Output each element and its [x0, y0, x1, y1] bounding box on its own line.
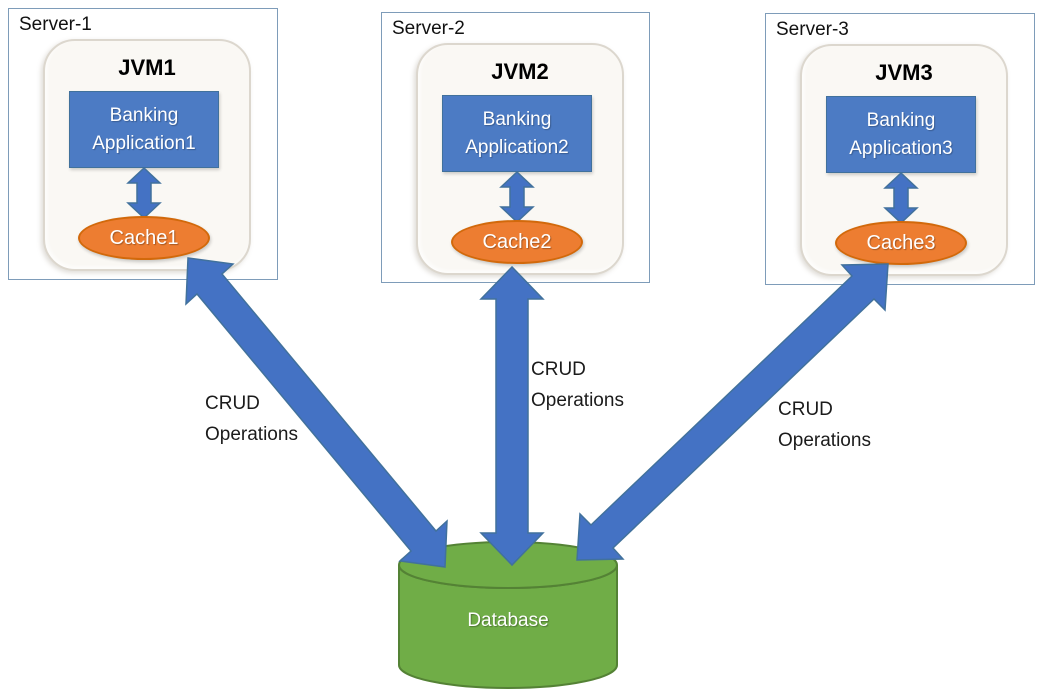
crud-label-3-line2: Operations — [778, 430, 871, 451]
crud-operations-label-2: CRUD Operations — [531, 354, 624, 416]
banking-app-2-box: Banking Application2 — [442, 95, 592, 172]
server-1-label: Server-1 — [19, 14, 92, 35]
crud-label-3-line1: CRUD — [778, 399, 833, 420]
crud-operations-label-1: CRUD Operations — [205, 388, 298, 450]
jvm-2-title: JVM2 — [491, 59, 549, 84]
double-arrow-icon — [499, 171, 535, 223]
crud-operations-label-3: CRUD Operations — [778, 394, 871, 456]
banking-app-2-line2: Application2 — [465, 136, 569, 158]
double-arrow-icon — [126, 167, 162, 219]
crud-label-1-line2: Operations — [205, 424, 298, 445]
server-2-box: Server-2 JVM2 Banking Application2 Cache… — [381, 12, 650, 283]
banking-app-2-line1: Banking — [482, 108, 552, 130]
server-2-label: Server-2 — [392, 18, 465, 39]
banking-app-3-line1: Banking — [866, 109, 936, 131]
crud-label-2-line1: CRUD — [531, 359, 586, 380]
crud-arrow-2 — [479, 265, 545, 567]
crud-label-1-line1: CRUD — [205, 393, 260, 414]
double-arrow-icon — [883, 172, 919, 224]
banking-app-1-line1: Banking — [109, 104, 179, 126]
server-3-label: Server-3 — [776, 19, 849, 40]
banking-app-3-line2: Application3 — [849, 137, 953, 159]
server-1-box: Server-1 JVM1 Banking Application1 Cache… — [8, 8, 278, 280]
server-3-box: Server-3 JVM3 Banking Application3 Cache… — [765, 13, 1035, 285]
cache-3-label: Cache3 — [866, 231, 936, 254]
cache-1-ellipse: Cache1 — [78, 216, 210, 260]
jvm-1-title: JVM1 — [118, 55, 176, 80]
banking-app-3-box: Banking Application3 — [826, 96, 976, 173]
cache-2-label: Cache2 — [482, 230, 552, 253]
banking-app-1-box: Banking Application1 — [69, 91, 219, 168]
banking-app-1-line2: Application1 — [92, 132, 196, 154]
cache-1-label: Cache1 — [109, 226, 179, 249]
jvm-3-title: JVM3 — [875, 60, 933, 85]
cache-2-ellipse: Cache2 — [451, 220, 583, 264]
cache-3-ellipse: Cache3 — [835, 221, 967, 265]
crud-label-2-line2: Operations — [531, 390, 624, 411]
database-label: Database — [467, 610, 549, 631]
